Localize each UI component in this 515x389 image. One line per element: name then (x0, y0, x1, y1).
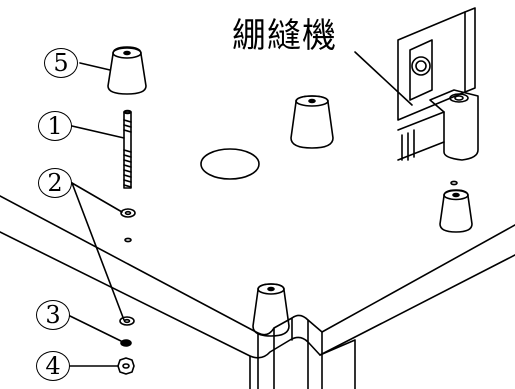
nut-part4 (117, 357, 135, 375)
machine-leader (354, 51, 413, 106)
bolt-part1 (123, 111, 132, 189)
washer-part3 (119, 316, 135, 326)
cone-foot-front (252, 283, 290, 337)
callout-2: 2 (38, 168, 72, 198)
leader-5 (79, 62, 111, 71)
washer-part2 (120, 208, 136, 218)
table-lower-edge (257, 317, 323, 389)
callout-4: 4 (36, 351, 70, 381)
leader-1 (71, 125, 125, 139)
table-top-edge (0, 195, 515, 336)
machine-label: 綳縫機 (232, 16, 337, 56)
machine-bracket (429, 89, 479, 161)
leader-3 (69, 315, 124, 343)
callout-3: 3 (36, 300, 70, 330)
callout-1: 1 (38, 111, 72, 141)
oval-hole (200, 148, 260, 180)
callout-5: 5 (44, 48, 78, 78)
machine-side (464, 7, 476, 93)
leader-2 (71, 182, 123, 213)
table-front-edge (0, 231, 515, 359)
machine-window (409, 39, 433, 101)
table-side (249, 339, 356, 389)
leader-2b (71, 182, 125, 321)
cone-foot-part5 (107, 46, 147, 95)
